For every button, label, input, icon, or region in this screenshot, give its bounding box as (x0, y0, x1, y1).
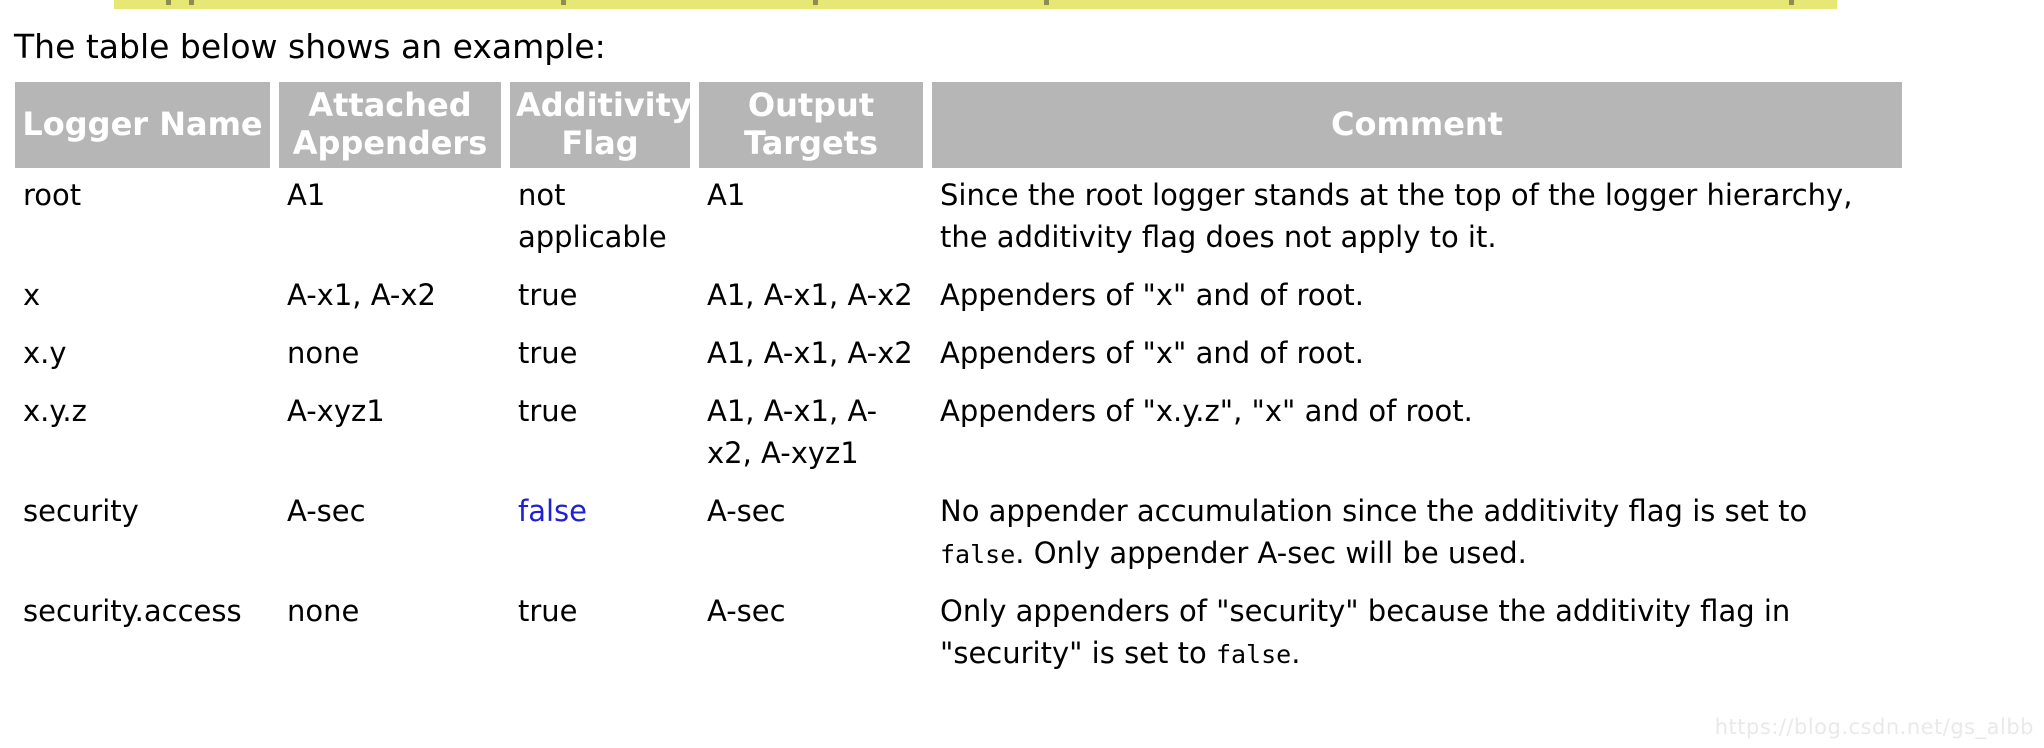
additivity-flag-cell: false (510, 484, 690, 584)
additivity-flag-cell: true (518, 277, 578, 312)
output-targets-cell: A1, A-x1, A-x2, A-xyz1 (707, 393, 878, 470)
column-header-output-targets: Output Targets (699, 81, 923, 168)
logger-name-cell: x.y.z (23, 393, 87, 428)
logger-name-cell: x.y (23, 335, 67, 370)
comment-cell: Appenders of "x" and of root. (940, 335, 1364, 370)
logger-example-table: Logger Name Attached Appenders Additivit… (6, 81, 1911, 684)
table-row: x.y none true A1, A-x1, A-x2 Appenders of "x… (15, 326, 1902, 384)
logger-name-cell: root (23, 177, 82, 212)
text-descender-mark (189, 0, 194, 5)
table-row: security.access none true A-sec Only appende… (15, 584, 1902, 684)
attached-appenders-cell: none (287, 593, 360, 628)
output-targets-cell: A1, A-x1, A-x2 (707, 335, 913, 370)
table-row: security A-sec false A-sec No appender accum… (15, 484, 1902, 584)
additivity-flag-cell: not applicable (518, 177, 667, 254)
table-row: x.y.z A-xyz1 true A1, A-x1, A-x2, A-xyz1 App… (15, 384, 1902, 484)
logger-name-cell: security (23, 493, 139, 528)
comment-cell: Appenders of "x" and of root. (940, 277, 1364, 312)
comment-cell: Since the root logger stands at the top … (940, 177, 1853, 254)
output-targets-cell: A1 (707, 177, 746, 212)
attached-appenders-cell: none (287, 335, 360, 370)
text-descender-mark (166, 0, 171, 5)
table-row: x A-x1, A-x2 true A1, A-x1, A-x2 Appenders o… (15, 268, 1902, 326)
watermark: https://blog.csdn.net/gs_albb (1714, 715, 2034, 739)
text-descender-mark (813, 0, 818, 5)
comment-cell: Only appenders of "security" because the… (940, 593, 1791, 671)
logger-name-cell: security.access (23, 593, 242, 628)
table-row: root A1 not applicable A1 Since the root log… (15, 168, 1902, 268)
attached-appenders-cell: A-sec (287, 493, 366, 528)
additivity-flag-cell: true (518, 335, 578, 370)
comment-cell: Appenders of "x.y.z", "x" and of root. (940, 393, 1473, 428)
attached-appenders-cell: A-xyz1 (287, 393, 385, 428)
intro-text: The table below shows an example: (14, 27, 606, 66)
additivity-flag-cell: true (518, 393, 578, 428)
additivity-flag-cell: true (518, 593, 578, 628)
attached-appenders-cell: A-x1, A-x2 (287, 277, 436, 312)
attached-appenders-cell: A1 (287, 177, 326, 212)
column-header-comment: Comment (932, 81, 1902, 168)
text-descender-mark (1044, 0, 1049, 5)
logger-name-cell: x (23, 277, 41, 312)
text-descender-mark (561, 0, 566, 5)
text-descender-mark (1789, 0, 1794, 5)
column-header-attached-appenders: Attached Appenders (279, 81, 501, 168)
output-targets-cell: A-sec (707, 493, 786, 528)
table-header-row: Logger Name Attached Appenders Additivit… (15, 81, 1902, 168)
additivity-false-link[interactable]: false (518, 493, 587, 528)
column-header-logger-name: Logger Name (15, 81, 270, 168)
comment-cell: No appender accumulation since the addit… (940, 493, 1808, 570)
inline-code-false: false (940, 539, 1016, 569)
output-targets-cell: A-sec (707, 593, 786, 628)
column-header-additivity-flag: Additivity Flag (510, 81, 692, 168)
highlighted-line-remnant (114, 0, 1837, 9)
output-targets-cell: A1, A-x1, A-x2 (707, 277, 913, 312)
inline-code-false: false (1215, 640, 1292, 670)
